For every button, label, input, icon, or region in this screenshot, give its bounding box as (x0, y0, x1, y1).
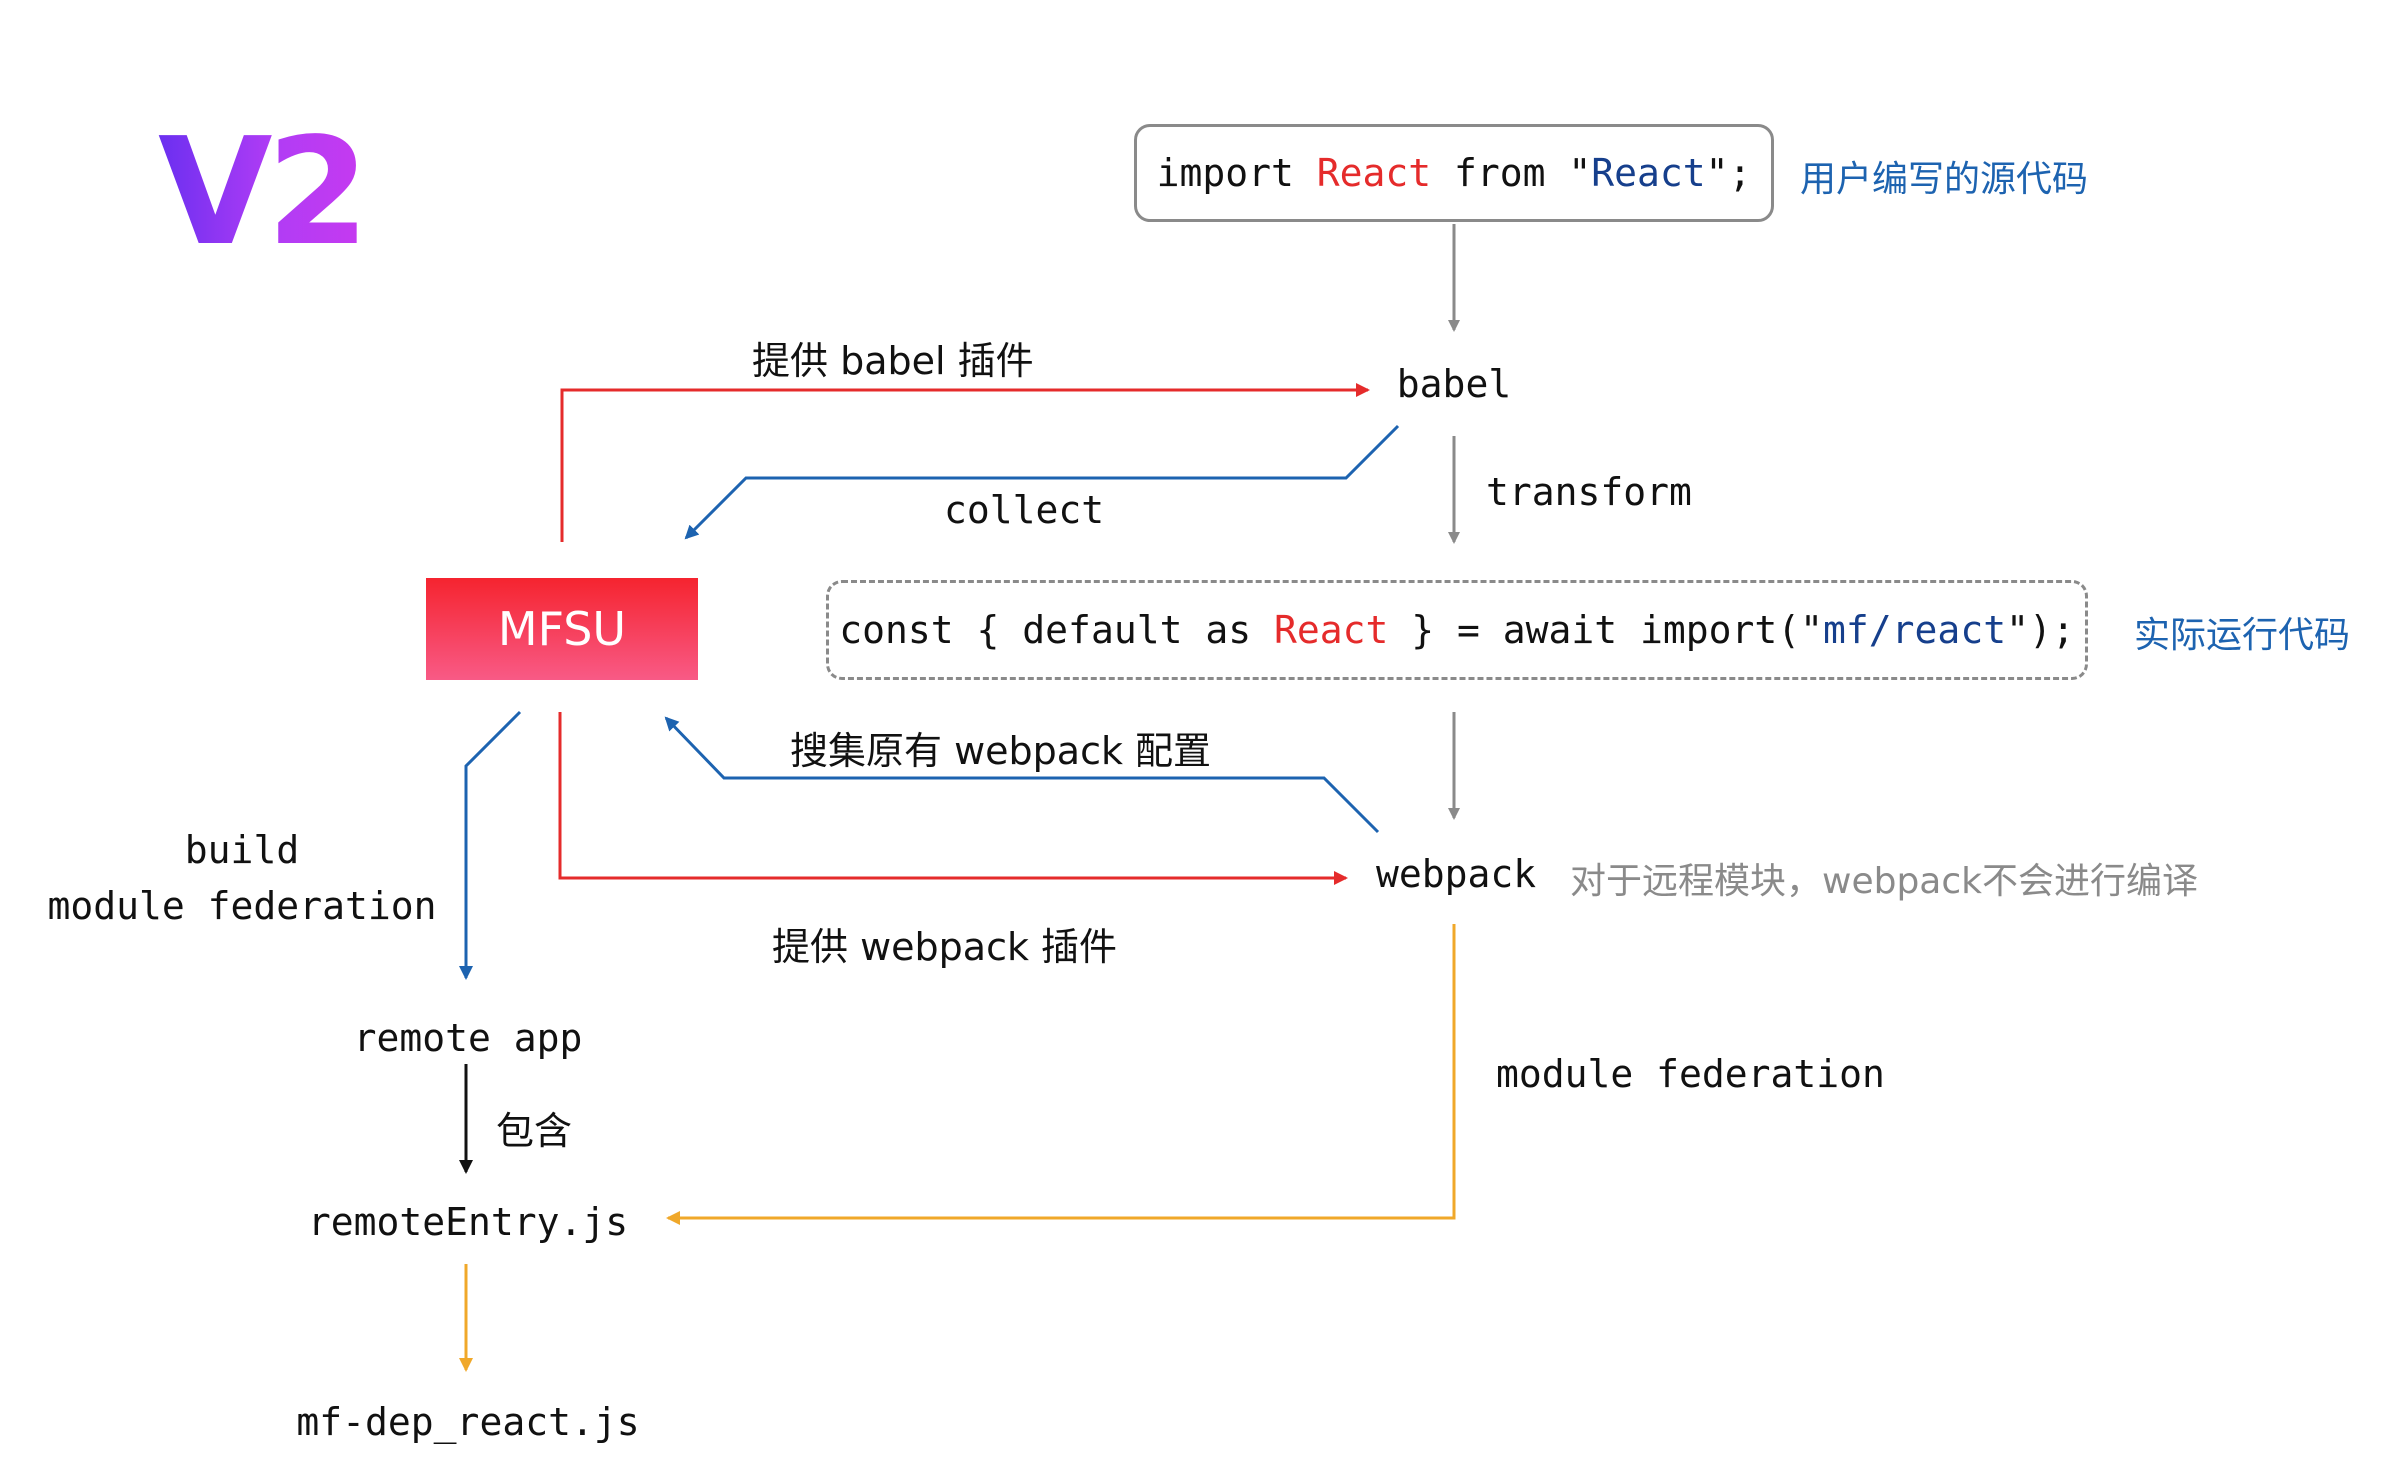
source-code-box: import React from "React"; (1134, 124, 1774, 222)
webpack-node: webpack (1376, 852, 1537, 896)
transform-label: transform (1486, 470, 1692, 514)
source-code-note: 用户编写的源代码 (1800, 159, 2089, 200)
page-title: V2 (158, 106, 370, 278)
collect-webpack-config-label: 搜集原有 webpack 配置 (790, 729, 1212, 773)
provide-babel-plugin-label: 提供 babel 插件 (752, 339, 1034, 383)
provide-webpack-plugin-label: 提供 webpack 插件 (772, 925, 1118, 969)
mf-dep-react-node: mf-dep_react.js (296, 1400, 640, 1444)
edge-provide-babel-plugin (560, 383, 1370, 542)
edge-collect (684, 424, 1400, 540)
mfsu-node: MFSU (426, 578, 698, 680)
runtime-code-box: const { default as React } = await impor… (826, 580, 2088, 680)
contains-label: 包含 (496, 1109, 573, 1153)
remote-entry-node: remoteEntry.js (307, 1200, 629, 1244)
collect-label: collect (944, 488, 1105, 532)
babel-node: babel (1396, 362, 1512, 406)
build-label: build (184, 828, 300, 872)
runtime-code-note: 实际运行代码 (2134, 615, 2351, 656)
edge-provide-webpack-plugin (558, 712, 1348, 885)
edge-build-module-federation (459, 710, 522, 980)
webpack-note: 对于远程模块，webpack不会进行编译 (1570, 861, 2198, 902)
remote-app-node: remote app (353, 1016, 583, 1060)
build-module-federation-label: module federation (47, 884, 437, 928)
edge-module-federation (666, 924, 1456, 1225)
module-federation-label: module federation (1496, 1052, 1885, 1096)
edge-collect-webpack-config (664, 716, 1380, 834)
